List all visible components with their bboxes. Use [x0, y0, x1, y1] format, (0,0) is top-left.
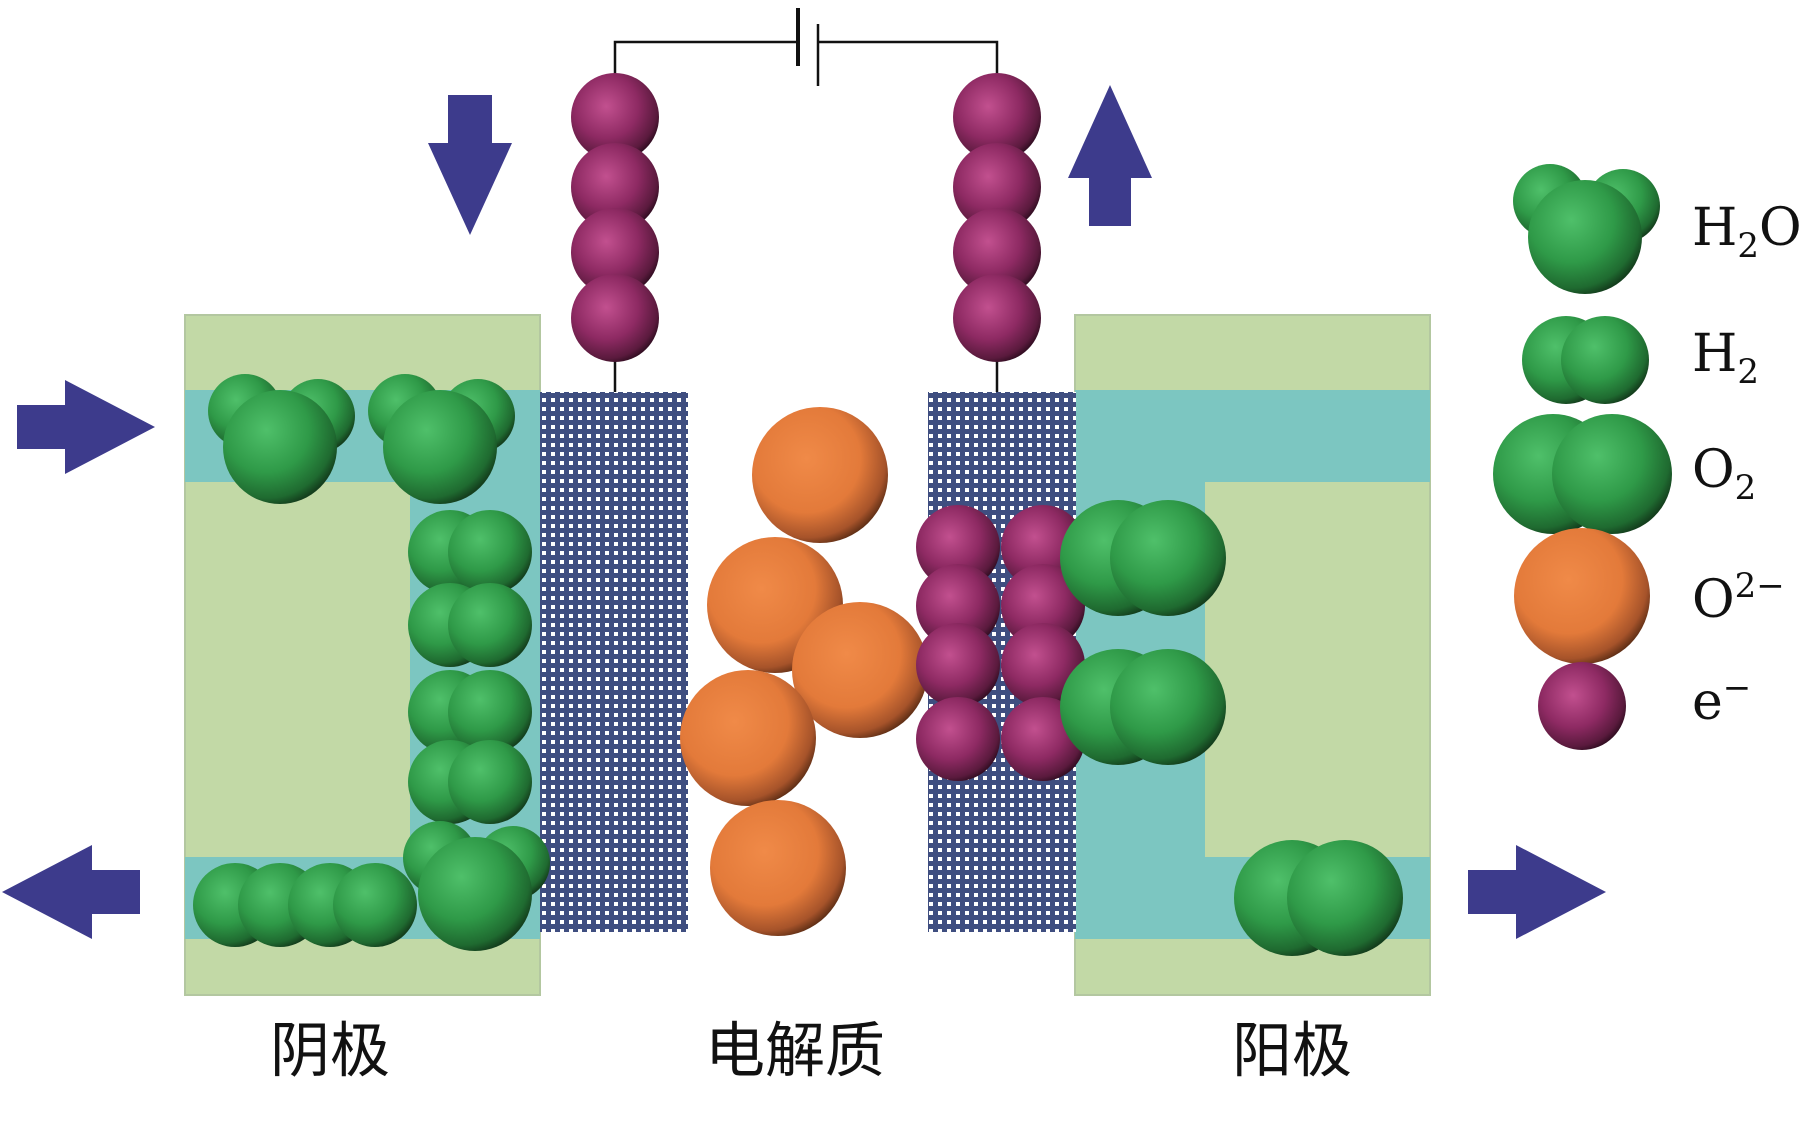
hydrogen-molecule-icon: [408, 740, 532, 824]
oxygen-molecule-icon: [1060, 649, 1226, 765]
legend-label-h2o: H2O: [1692, 198, 1801, 266]
legend-label-o2: O2: [1692, 440, 1757, 508]
electron-icon: [916, 564, 1000, 648]
legend-label-oxide-ion: O2−: [1692, 566, 1785, 630]
anode-label: 阳极: [1232, 1016, 1352, 1087]
electron-icon: [1001, 564, 1085, 648]
flow-arrow-icon: [17, 380, 155, 474]
hydrogen-molecule-icon: [408, 510, 532, 594]
molecule-layer: [193, 73, 1672, 956]
oxide-ion-icon: [710, 800, 846, 936]
oxide-ion-icon: [752, 407, 888, 543]
hydrogen-molecule-icon: [408, 583, 532, 667]
electron-icon: [916, 697, 1000, 781]
electron-icon: [1538, 662, 1626, 750]
hydrogen-molecule-icon: [408, 670, 532, 754]
legend-label-electron: e−: [1692, 668, 1752, 732]
water-molecule-icon: [368, 374, 515, 504]
electron-icon: [571, 208, 659, 296]
electron-icon: [953, 208, 1041, 296]
oxygen-molecule-icon: [1493, 414, 1672, 534]
electron-icon: [916, 505, 1000, 589]
oxygen-molecule-icon: [1234, 840, 1403, 956]
water-molecule-icon: [1513, 164, 1660, 294]
cathode-membrane: [540, 392, 688, 932]
oxygen-molecule-icon: [1060, 500, 1226, 616]
electron-icon: [953, 73, 1041, 161]
water-molecule-icon: [208, 374, 355, 504]
electron-icon: [571, 143, 659, 231]
legend-label-h2: H2: [1692, 324, 1759, 392]
electron-icon: [953, 274, 1041, 362]
flow-arrow-icon: [428, 95, 512, 235]
electron-icon: [571, 73, 659, 161]
cathode-label: 阴极: [270, 1016, 390, 1087]
oxide-ion-icon: [680, 670, 816, 806]
flow-arrow-icon: [1468, 845, 1606, 939]
oxide-ion-icon: [792, 602, 928, 738]
anode-top-channel: [1075, 390, 1430, 482]
water-molecule-icon: [403, 821, 550, 951]
battery-icon: [796, 8, 820, 86]
oxide-ion-icon: [1514, 528, 1650, 664]
electron-icon: [916, 623, 1000, 707]
electrolyte-label: 电解质: [705, 1016, 885, 1087]
electron-icon: [571, 274, 659, 362]
electron-icon: [953, 143, 1041, 231]
hydrogen-molecule-icon: [1522, 316, 1649, 404]
hydrogen-molecule-icon: [288, 863, 417, 947]
flow-arrow-icon: [1068, 85, 1152, 226]
flow-arrow-icon: [2, 845, 140, 939]
